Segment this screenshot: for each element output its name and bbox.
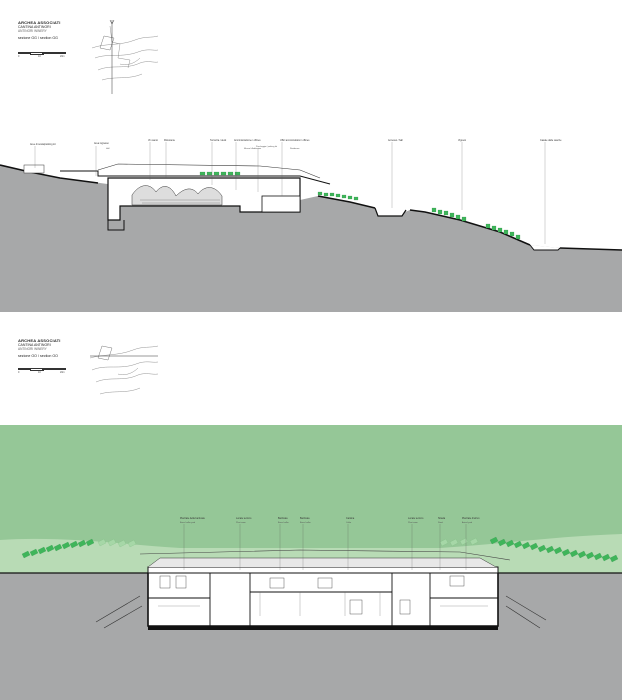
- scale-tick: 20m: [60, 371, 65, 374]
- section-oo-drawing: Piazzale della barricaia Barrel cellar y…: [0, 425, 622, 700]
- section-label: Terrazza / deck: [210, 139, 227, 142]
- scale-tick: 10: [38, 371, 41, 374]
- section-oo-sheet: ARCHEA ASSOCIATI CANTINA ANTINORI ANTINO…: [0, 330, 622, 700]
- section-label: Parcheggio / parking lot: [256, 145, 277, 148]
- firm-name: ARCHEA ASSOCIATI: [18, 338, 61, 343]
- section-sublabel: Barrel cellar: [300, 522, 311, 524]
- section-label: Accesso / hall: [388, 139, 403, 142]
- key-plan-oo: [89, 345, 159, 395]
- scale-bar: 0 10 20m: [18, 52, 68, 60]
- scale-tick: 0: [18, 55, 20, 58]
- section-label: Piazzale d'arrivo: [462, 517, 480, 520]
- ground-mass: [0, 165, 622, 312]
- section-sublabel: Arrival yard: [462, 521, 472, 524]
- title-block-gg: ARCHEA ASSOCIATI CANTINA ANTINORI ANTINO…: [18, 20, 61, 41]
- project-name-en: ANTINORI WINERY: [18, 347, 47, 352]
- key-plan-gg: [91, 19, 159, 94]
- title-block-oo: ARCHEA ASSOCIATI CANTINA ANTINORI ANTINO…: [18, 338, 61, 359]
- section-sublabel: Barrel cellar: [278, 522, 289, 524]
- section-sublabel: Hall: [106, 148, 110, 150]
- section-label: Vigneto: [458, 139, 467, 142]
- section-sublabel: Cellar: [346, 522, 352, 524]
- section-sublabel: Barrel cellar yard: [180, 522, 195, 524]
- section-label: Ristorante: [164, 139, 176, 142]
- section-sublabel: Plant room: [236, 521, 246, 524]
- section-label: Vin santo: [148, 139, 159, 142]
- scale-tick: 0: [18, 371, 20, 374]
- section-gg-drawing: Aree di sosta/parking lot Area ingresso …: [0, 139, 622, 312]
- section-label: Casale dalle vasche: [540, 139, 562, 142]
- section-label: Locale tecnico: [236, 517, 252, 520]
- firm-name: ARCHEA ASSOCIATI: [18, 20, 61, 25]
- scale-tick: 10: [38, 55, 41, 58]
- section-title: sezione OO / section OO: [18, 354, 58, 359]
- section-label: Area ingresso: [94, 142, 109, 145]
- section-gg-sheet: ARCHEA ASSOCIATI CANTINA ANTINORI ANTINO…: [0, 0, 622, 320]
- scale-tick: 20m: [60, 55, 65, 58]
- scale-bar: 0 10 20m: [18, 368, 68, 376]
- section-label: Uffici amministrativi / offices: [280, 139, 310, 142]
- section-sublabel: Plant room: [408, 521, 418, 524]
- section-label: Cantina: [346, 517, 355, 520]
- section-sublabel: Museo / Auditorium: [244, 147, 261, 150]
- project-name: CANTINA ANTINORI: [18, 25, 51, 29]
- section-label: Amministrazione / offices: [234, 139, 261, 142]
- section-sublabel: Road: [438, 522, 443, 524]
- section-label: Barricaia: [300, 517, 310, 520]
- section-label: Barricaia: [278, 517, 288, 520]
- project-name-en: ANTINORI WINERY: [18, 29, 47, 34]
- project-name: CANTINA ANTINORI: [18, 343, 51, 347]
- section-sublabel: Residenze: [290, 148, 300, 150]
- section-label: Strada: [438, 517, 446, 520]
- section-label: Aree di sosta/parking lot: [30, 143, 56, 146]
- section-label: Locale tecnico: [408, 517, 424, 520]
- section-label: Piazzale della barricaia: [180, 517, 205, 520]
- section-title: sezione GG / section GG: [18, 36, 58, 41]
